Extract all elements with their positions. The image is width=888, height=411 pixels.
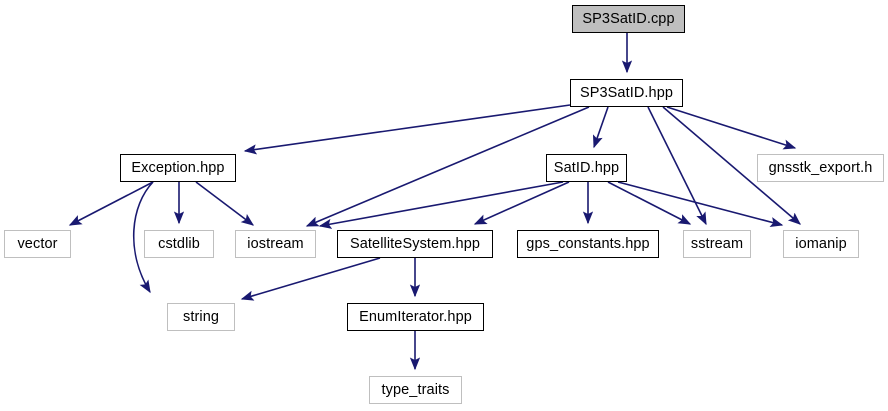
node-label-iomanip: iomanip (795, 235, 847, 252)
node-label-gps_constants_hpp: gps_constants.hpp (526, 235, 650, 252)
edge-satellitesystem_hpp-to-string (240, 257, 381, 301)
edge-satid_hpp-to-sstream (607, 181, 692, 225)
node-label-sp3satid_cpp: SP3SatID.cpp (582, 10, 675, 27)
node-sp3satid_cpp[interactable]: SP3SatID.cpp (572, 5, 685, 33)
node-vector[interactable]: vector (4, 230, 71, 258)
node-label-exception_hpp: Exception.hpp (131, 159, 225, 176)
node-label-gnsstk_export_h: gnsstk_export.h (768, 159, 873, 176)
node-iostream[interactable]: iostream (235, 230, 316, 258)
node-iomanip[interactable]: iomanip (783, 230, 859, 258)
node-label-sp3satid_hpp: SP3SatID.hpp (579, 84, 674, 101)
node-cstdlib[interactable]: cstdlib (144, 230, 214, 258)
edge-sp3satid_hpp-to-satid_hpp (592, 106, 609, 149)
node-gps_constants_hpp[interactable]: gps_constants.hpp (517, 230, 659, 258)
edge-exception_hpp-to-iostream (195, 181, 255, 226)
edge-exception_hpp-to-vector (68, 181, 154, 226)
node-gnsstk_export_h[interactable]: gnsstk_export.h (757, 154, 884, 182)
node-enumiterator_hpp[interactable]: EnumIterator.hpp (347, 303, 484, 331)
edge-satid_hpp-to-iostream (318, 181, 564, 229)
node-label-sstream: sstream (690, 235, 744, 252)
node-exception_hpp[interactable]: Exception.hpp (120, 154, 236, 182)
node-sp3satid_hpp[interactable]: SP3SatID.hpp (570, 79, 683, 107)
node-sstream[interactable]: sstream (683, 230, 751, 258)
node-satellitesystem_hpp[interactable]: SatelliteSystem.hpp (337, 230, 493, 258)
node-label-type_traits: type_traits (381, 381, 450, 398)
edge-sp3satid_hpp-to-gnsstk_export_h (666, 106, 797, 150)
node-label-satid_hpp: SatID.hpp (553, 159, 620, 176)
node-label-cstdlib: cstdlib (158, 235, 200, 252)
edge-satid_hpp-to-iomanip (617, 181, 784, 228)
node-label-iostream: iostream (247, 235, 304, 252)
node-label-enumiterator_hpp: EnumIterator.hpp (359, 308, 472, 325)
node-label-string: string (182, 308, 220, 325)
node-label-vector: vector (17, 235, 58, 252)
node-string[interactable]: string (167, 303, 235, 331)
edge-satid_hpp-to-satellitesystem_hpp (473, 181, 570, 225)
node-type_traits[interactable]: type_traits (369, 376, 462, 404)
node-label-satellitesystem_hpp: SatelliteSystem.hpp (349, 235, 481, 252)
edge-sp3satid_hpp-to-exception_hpp (243, 104, 571, 155)
edge-sp3satid_hpp-to-sstream (647, 106, 707, 226)
node-satid_hpp[interactable]: SatID.hpp (546, 154, 627, 182)
